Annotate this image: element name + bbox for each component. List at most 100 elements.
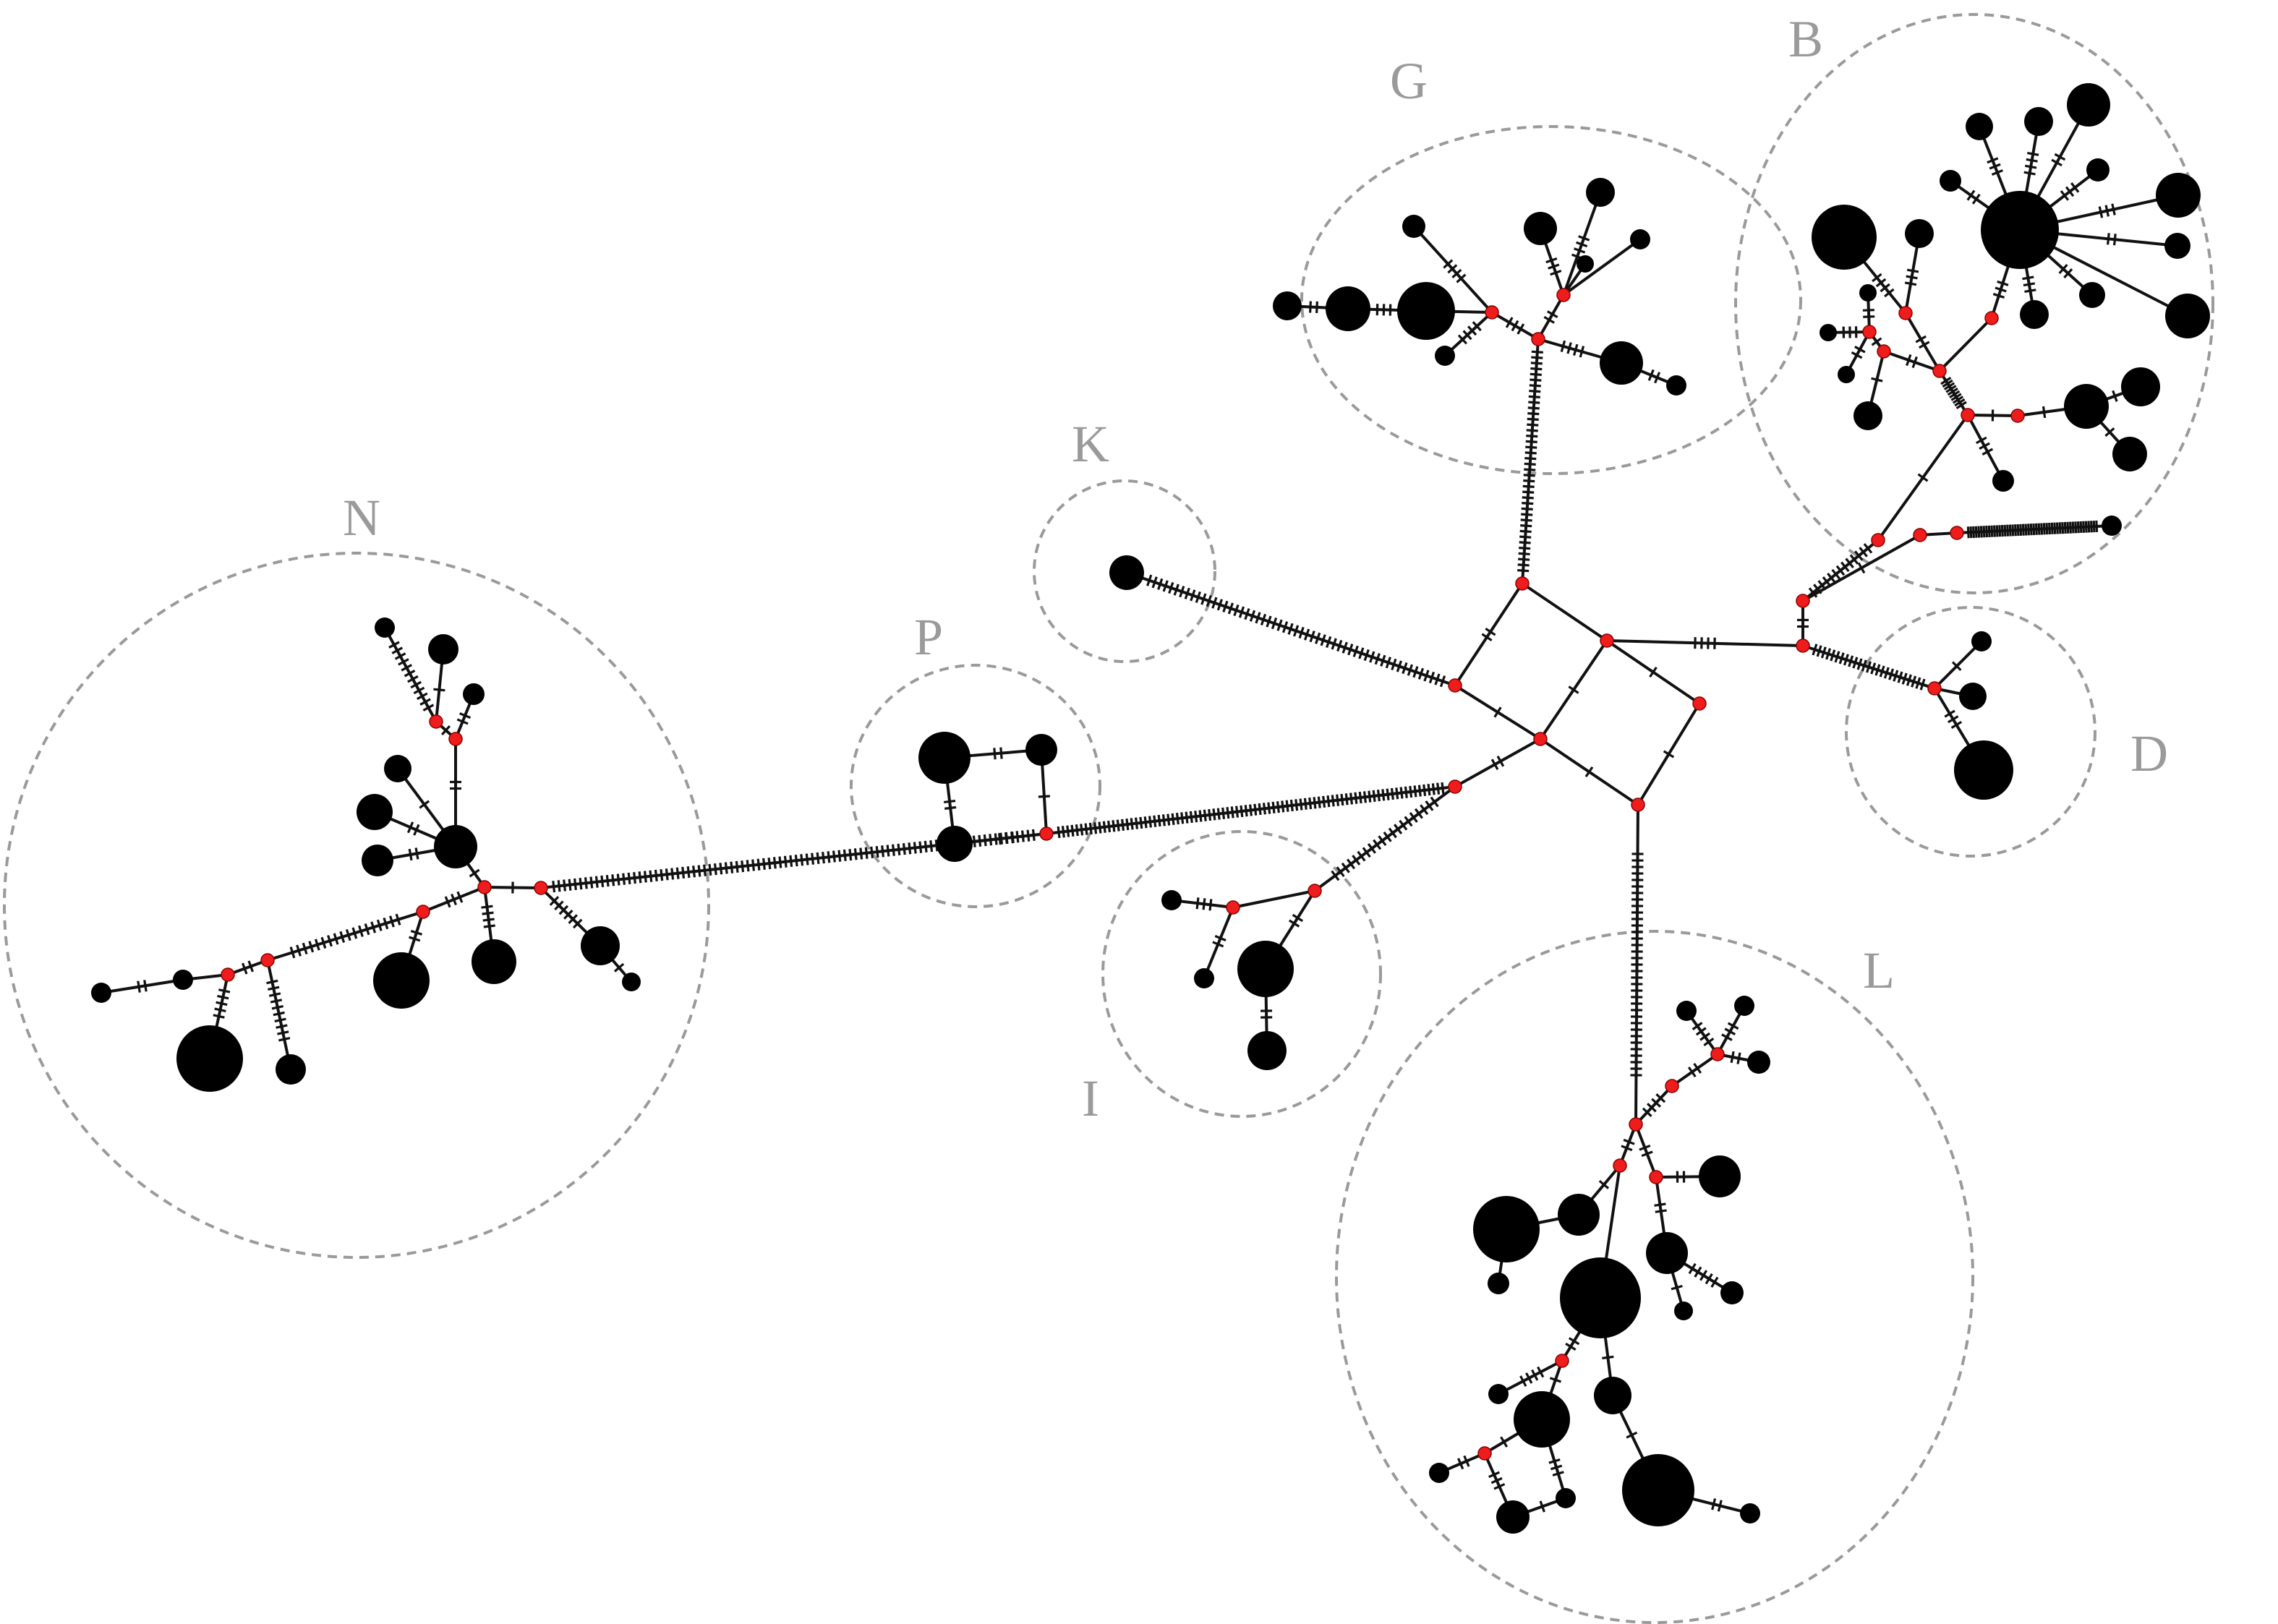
mutation-tick (1906, 275, 1918, 280)
mutation-tick (1102, 821, 1106, 833)
mutation-tick (859, 847, 863, 860)
mutation-tick (1216, 808, 1221, 820)
mutation-tick (800, 854, 804, 866)
mutation-tick (1151, 576, 1158, 589)
mutation-tick (1326, 795, 1331, 808)
mutation-tick (417, 692, 428, 701)
median-vector-node (2010, 409, 2025, 423)
mutation-tick (1285, 800, 1289, 812)
mutation-tick (654, 869, 658, 882)
mutation-tick (1248, 804, 1253, 816)
mutation-tick (746, 860, 750, 872)
mutation-tick (1879, 665, 1885, 678)
mutation-tick (1391, 658, 1397, 671)
group-label-d: D (2130, 725, 2168, 782)
haplotype-node (1025, 734, 1057, 766)
mutation-tick (1258, 803, 1262, 816)
haplotype-node (2112, 437, 2147, 471)
mutation-tick (1422, 784, 1427, 797)
haplotype-node (1646, 1232, 1688, 1274)
haplotype-node (1473, 1196, 1540, 1262)
mutation-tick (1530, 362, 1543, 365)
mutation-tick (459, 712, 472, 719)
mutation-tick (1523, 479, 1535, 483)
haplotype-node (2024, 107, 2053, 136)
mutation-tick (351, 927, 358, 939)
mutation-tick (1121, 819, 1125, 831)
mutation-tick (1527, 423, 1539, 427)
mutation-tick (1651, 1098, 1662, 1108)
mutation-tick (1038, 795, 1050, 798)
haplotype-node (1524, 212, 1557, 245)
mutation-tick (1919, 678, 1926, 691)
mutation-tick (1414, 808, 1424, 819)
mutation-tick (978, 834, 982, 847)
mutation-tick (1730, 1051, 1735, 1064)
mutation-tick (944, 805, 957, 810)
mutation-tick (993, 748, 997, 760)
mutation-tick (1859, 547, 1868, 557)
mutation-tick (1880, 283, 1890, 293)
network-edge (1313, 785, 1456, 892)
mutation-tick (1598, 1179, 1610, 1189)
median-vector-node (448, 732, 463, 746)
mutation-tick (1015, 831, 1020, 843)
mutation-tick (2089, 521, 2093, 533)
mutation-tick (2058, 264, 2068, 275)
mutation-tick (1529, 389, 1541, 393)
mutation-tick (1525, 445, 1537, 449)
mutation-tick (2063, 268, 2073, 279)
mutation-tick (1705, 1273, 1713, 1285)
haplotype-node (1853, 401, 1882, 430)
mutation-tick (1057, 826, 1061, 839)
mutation-tick (1281, 800, 1285, 813)
mutation-tick (1825, 648, 1832, 660)
mutation-tick (1711, 1498, 1717, 1510)
mutation-tick (999, 832, 1004, 845)
haplotype-node (434, 825, 477, 868)
median-vector-node (1477, 1446, 1492, 1461)
mutation-tick (1526, 429, 1538, 432)
haplotype-node (1676, 1001, 1697, 1021)
group-labels: B G K N P D I L (343, 10, 2168, 1127)
mutation-tick (1529, 384, 1541, 388)
mutation-tick (1915, 335, 1927, 343)
group-outline-n (3, 552, 710, 1259)
group-outline-d (1845, 606, 2096, 858)
mutation-tick (1287, 623, 1294, 635)
mutation-tick (1070, 824, 1075, 837)
network-edge (1966, 414, 2005, 482)
mutation-tick (296, 944, 302, 957)
mutation-tick (1519, 541, 1531, 544)
haplotype-node (1859, 284, 1877, 302)
haplotype-node (1556, 1488, 1576, 1508)
mutation-tick (1179, 586, 1185, 598)
mutation-tick (1427, 784, 1431, 796)
mutation-tick (456, 718, 469, 725)
mutation-tick (1341, 862, 1350, 873)
mutation-tick (1423, 670, 1430, 682)
group-label-i: I (1082, 1069, 1099, 1127)
mutation-tick (1991, 169, 2003, 176)
median-vector-node (429, 714, 443, 729)
haplotype-node (2164, 233, 2190, 259)
mutation-tick (1344, 793, 1349, 805)
mutation-tick (1434, 673, 1441, 685)
mutation-tick (1816, 645, 1822, 657)
haplotype-node (622, 973, 641, 991)
mutation-tick (1407, 664, 1414, 676)
mutation-tick (1189, 811, 1193, 824)
mutation-tick (358, 925, 364, 937)
mutation-tick (572, 918, 583, 929)
mutation-tick (1481, 633, 1493, 641)
mutation-tick (410, 929, 422, 936)
mutation-tick (1820, 646, 1827, 659)
mutation-tick (1116, 819, 1120, 832)
haplotype-node (1397, 282, 1455, 340)
haplotype-node (1273, 291, 1302, 320)
mutation-tick (2024, 289, 2036, 294)
group-label-b: B (1788, 10, 1823, 68)
mutation-tick (703, 864, 707, 876)
mutation-tick (1522, 502, 1534, 505)
haplotype-node (2020, 300, 2049, 329)
